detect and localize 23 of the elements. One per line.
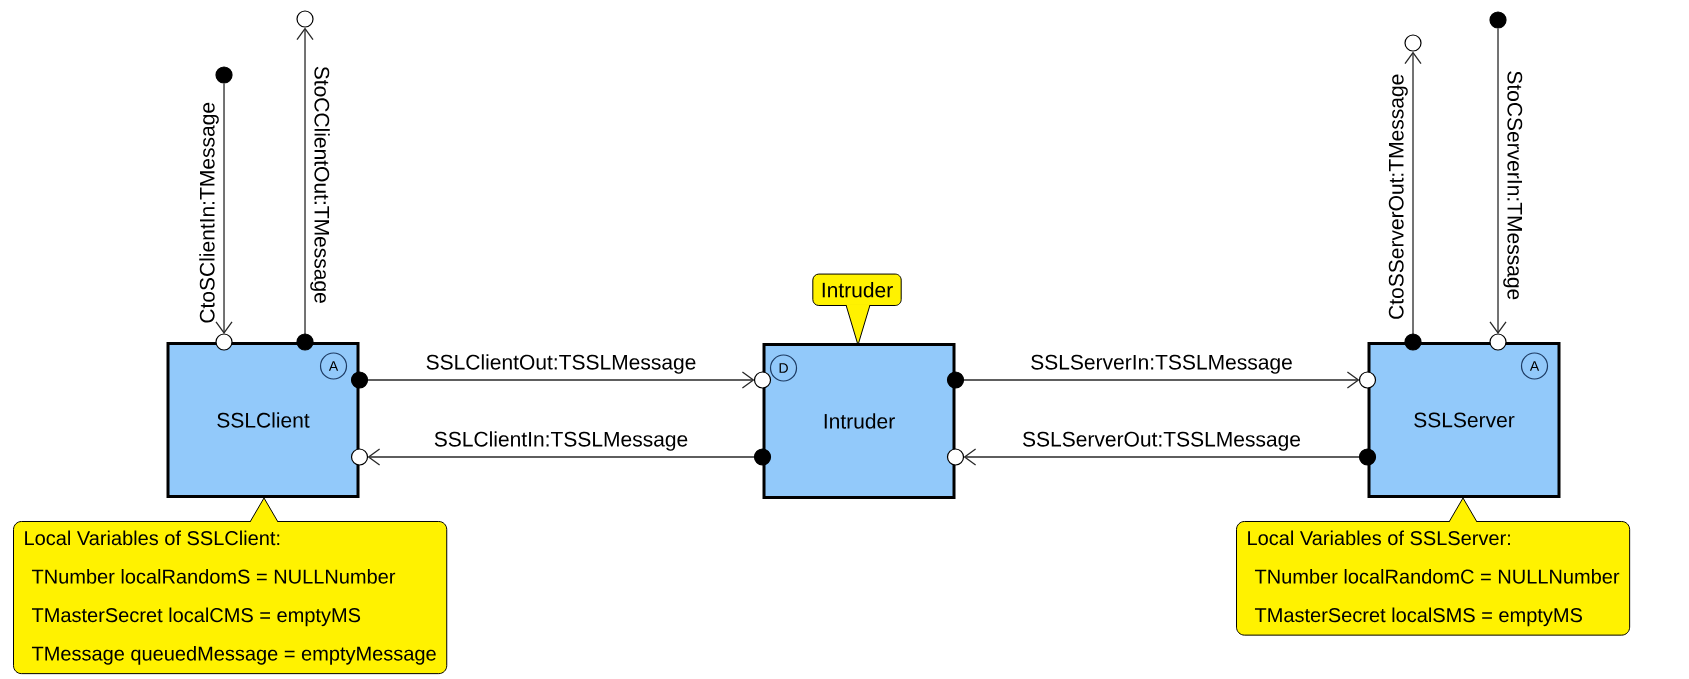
edge-label: SSLClientOut:TSSLMessage bbox=[426, 354, 696, 374]
arrow bbox=[1489, 27, 1507, 334]
edge-label: CtoSClientIn:TMessage bbox=[199, 102, 219, 323]
arrow bbox=[962, 371, 1360, 389]
edge-label: SSLServerIn:TSSLMessage bbox=[1031, 354, 1292, 374]
port-circle bbox=[1489, 11, 1507, 29]
arrow bbox=[215, 82, 233, 334]
edge-label: SSLClientIn:TSSLMessage bbox=[434, 431, 688, 451]
arrow bbox=[367, 448, 756, 466]
edge-label: SSLServerOut:TSSLMessage bbox=[1023, 431, 1301, 451]
note-bubble: Local Variables of SSLClient: TNumber localRandomS = NULLNumber TMasterSecret localCMS = emptyMS TMessage queuedMessage = emptyMessage bbox=[13, 497, 448, 675]
port-circle bbox=[296, 10, 314, 28]
edge-label: StoCClientOut:TMessage bbox=[310, 66, 330, 303]
edge-label: CtoSServerOut:TMessage bbox=[1388, 74, 1408, 319]
arrow bbox=[963, 448, 1361, 466]
port-circle bbox=[215, 66, 233, 84]
edge-label: StoCServerIn:TMessage bbox=[1503, 71, 1523, 300]
port-circle bbox=[1404, 34, 1422, 52]
callout-bubble: Intruder bbox=[812, 273, 902, 346]
arrow bbox=[366, 371, 755, 389]
arrow bbox=[1404, 51, 1422, 335]
note-bubble: Local Variables of SSLServer: TNumber localRandomC = NULLNumber TMasterSecret localSMS = emptyMS bbox=[1236, 497, 1631, 636]
arrow bbox=[296, 27, 314, 335]
